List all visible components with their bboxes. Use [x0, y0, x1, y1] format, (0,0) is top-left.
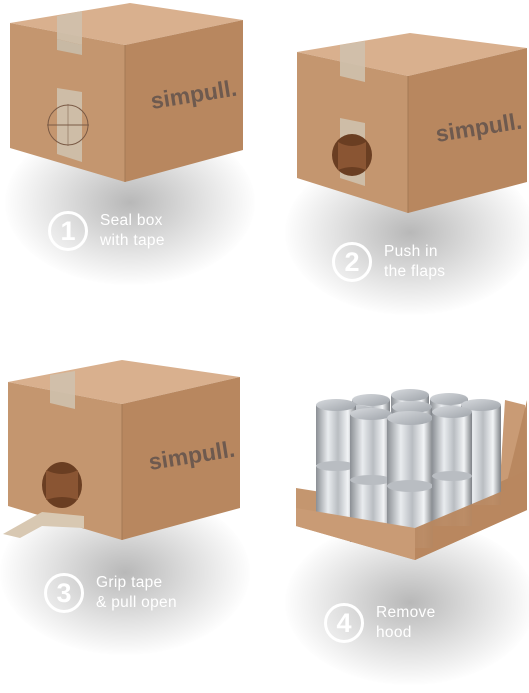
- step-2-label: Push in the flaps: [384, 243, 446, 280]
- step-4-label: Remove hood: [376, 604, 436, 641]
- step-4: 4 Remove hood: [324, 603, 436, 643]
- step-2: 2 Push in the flaps: [332, 242, 445, 282]
- step-3-number-badge: 3: [44, 573, 84, 613]
- step-4-number-badge: 4: [324, 603, 364, 643]
- step-1-number-badge: 1: [48, 211, 88, 251]
- step-1-label: Seal box with tape: [100, 212, 165, 249]
- can-front-row: [316, 399, 472, 548]
- step-2-number-badge: 2: [332, 242, 372, 282]
- step-3-label: Grip tape & pull open: [96, 574, 177, 611]
- step-1: 1 Seal box with tape: [48, 211, 165, 251]
- step-3: 3 Grip tape & pull open: [44, 573, 177, 613]
